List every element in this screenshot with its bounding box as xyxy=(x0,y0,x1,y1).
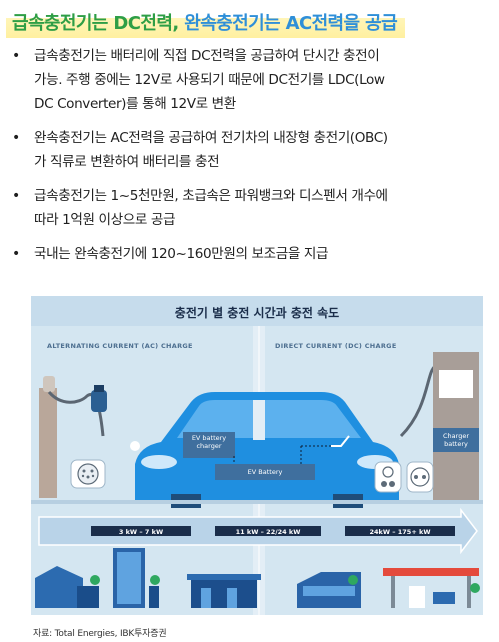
speed-label-fast: 24kW – 175+ kW xyxy=(369,528,431,536)
speed-label-slow: 3 kW – 7 kW xyxy=(118,528,164,536)
electric-car-icon xyxy=(130,392,399,508)
ac-charger-post-icon xyxy=(39,376,107,498)
heading-comma: , xyxy=(172,13,179,34)
bullet-line: 국내는 완속충전기에 120~160만원의 보조금을 지급 xyxy=(34,246,329,262)
dc-socket-icon xyxy=(374,461,434,493)
bullet-marker: • xyxy=(12,130,20,146)
dc-cable xyxy=(399,364,438,438)
station-charging-icon xyxy=(297,572,361,608)
ac-charge-label: ALTERNATING CURRENT (AC) CHARGE xyxy=(47,342,193,350)
bullet-marker: • xyxy=(12,246,20,262)
heading-ac-part: 완속충전기는 AC전력을 공급 xyxy=(178,13,398,34)
bullet-item: • 완속충전기는 AC전력을 공급하여 전기차의 내장형 충전기(OBC) 가 … xyxy=(10,126,494,174)
figure-title: 충전기 별 충전 시간과 충전 속도 xyxy=(174,306,340,320)
bullet-line: 따라 1억원 이상으로 공급 xyxy=(34,212,176,228)
figure-title-band xyxy=(31,296,483,326)
heading-dc-part: 급속충전기는 DC전력 xyxy=(12,13,173,34)
home-charging-icon xyxy=(35,566,100,608)
bullet-line: 급속충전기는 배터리에 직접 DC전력을 공급하여 단시간 충전이 xyxy=(34,48,380,64)
bullet-line: 급속충전기는 1~5천만원, 초급속은 파워뱅크와 디스펜서 개수에 xyxy=(34,188,388,204)
charging-infographic: 충전기 별 충전 시간과 충전 속도 xyxy=(31,296,483,615)
warehouse-charging-icon xyxy=(187,574,261,608)
ac-socket-icon xyxy=(70,459,106,489)
dc-charger-cabinet-icon xyxy=(433,352,479,502)
charging-speed-arrow xyxy=(38,507,478,555)
ev-battery-charger-label: EV battery charger xyxy=(191,434,227,450)
bullet-marker: • xyxy=(12,48,20,64)
bullet-item: • 급속충전기는 1~5천만원, 초급속은 파워뱅크와 디스펜서 개수에 따라 … xyxy=(10,184,494,232)
bullet-marker: • xyxy=(12,188,20,204)
bullet-item: • 급속충전기는 배터리에 직접 DC전력을 공급하여 단시간 충전이 가능. … xyxy=(10,44,494,116)
highway-charging-icon xyxy=(383,568,480,608)
bullet-item: • 국내는 완속충전기에 120~160만원의 보조금을 지급 xyxy=(10,242,494,266)
bullet-line: 가능. 주행 중에는 12V로 사용되기 때문에 DC전기를 LDC(Low xyxy=(34,72,385,88)
bullet-line: 가 직류로 변환하여 배터리를 충전 xyxy=(34,154,220,170)
source-note: 자료: Total Energies, IBK투자증권 xyxy=(33,629,167,639)
bullet-line: 완속충전기는 AC전력을 공급하여 전기차의 내장형 충전기(OBC) xyxy=(34,130,388,146)
infographic-drawing xyxy=(31,326,483,615)
charger-battery-label: Charger battery xyxy=(443,432,469,448)
office-charging-icon xyxy=(113,548,160,608)
speed-label-medium: 11 kW – 22/24 kW xyxy=(235,528,301,536)
bullet-line: DC Converter)를 통해 12V로 변환 xyxy=(34,96,236,112)
dc-charge-label: DIRECT CURRENT (DC) CHARGE xyxy=(275,342,397,350)
bullet-list: • 급속충전기는 배터리에 직접 DC전력을 공급하여 단시간 충전이 가능. … xyxy=(10,44,494,276)
ev-battery-label: EV Battery xyxy=(247,468,283,476)
section-heading: 급속충전기는 DC전력, 완속충전기는 AC전력을 공급 xyxy=(6,6,406,38)
